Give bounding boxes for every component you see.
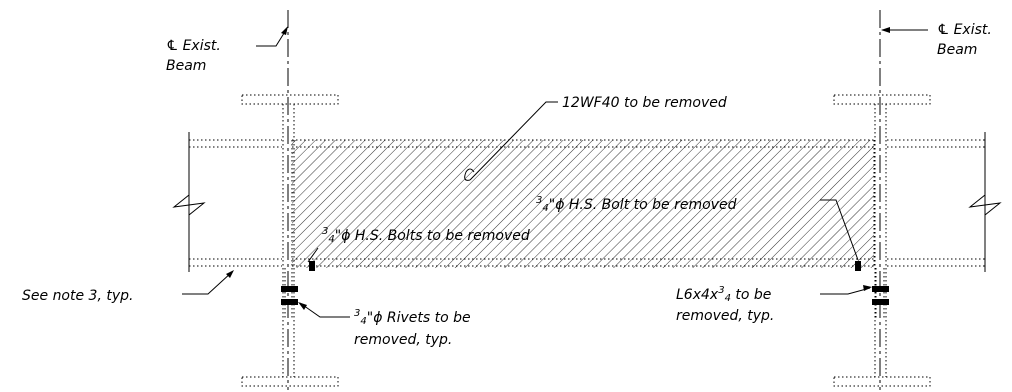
right-existing-beam — [833, 94, 931, 387]
label-right-cl-beam: ℄Exist. Beam — [937, 22, 992, 58]
label-left-cl-beam: ℄Exist. Beam — [166, 38, 221, 74]
centerline-symbol: ℄ — [937, 22, 950, 38]
svg-text:℄Exist.: ℄Exist. — [166, 38, 221, 54]
svg-text:Beam: Beam — [937, 42, 977, 58]
label-angle: L6x4x34 to be removed, typ. — [676, 285, 774, 324]
svg-text:removed, typ.: removed, typ. — [676, 308, 774, 324]
right-adjacent-beam — [887, 132, 1002, 272]
rivets-left — [281, 268, 298, 320]
svg-text:℄Exist.: ℄Exist. — [937, 22, 992, 38]
label-rivets: 34"ϕ Rivets to be removed, typ. — [354, 308, 471, 348]
svg-text:removed, typ.: removed, typ. — [354, 332, 452, 348]
left-adjacent-beam — [172, 132, 282, 272]
label-see-note: See note 3, typ. — [22, 288, 133, 304]
leader-lines — [182, 26, 928, 318]
svg-text:Beam: Beam — [166, 58, 206, 74]
rivets-right — [872, 268, 889, 320]
hs-bolt-right — [855, 261, 861, 271]
svg-text:L6x4x34 to be: L6x4x34 to be — [676, 285, 771, 304]
svg-text:34"ϕ Rivets to be: 34"ϕ Rivets to be — [354, 308, 471, 327]
label-hs-bolts-left: 34"ϕ H.S. Bolts to be removed — [322, 226, 530, 245]
label-beam-removed: 12WF40 to be removed — [562, 95, 727, 111]
hs-bolt-left — [309, 261, 315, 271]
label-hs-bolt-right: 34"ϕ H.S. Bolt to be removed — [536, 195, 737, 214]
beam-to-be-removed — [291, 139, 875, 268]
centerline-symbol: ℄ — [166, 38, 179, 54]
